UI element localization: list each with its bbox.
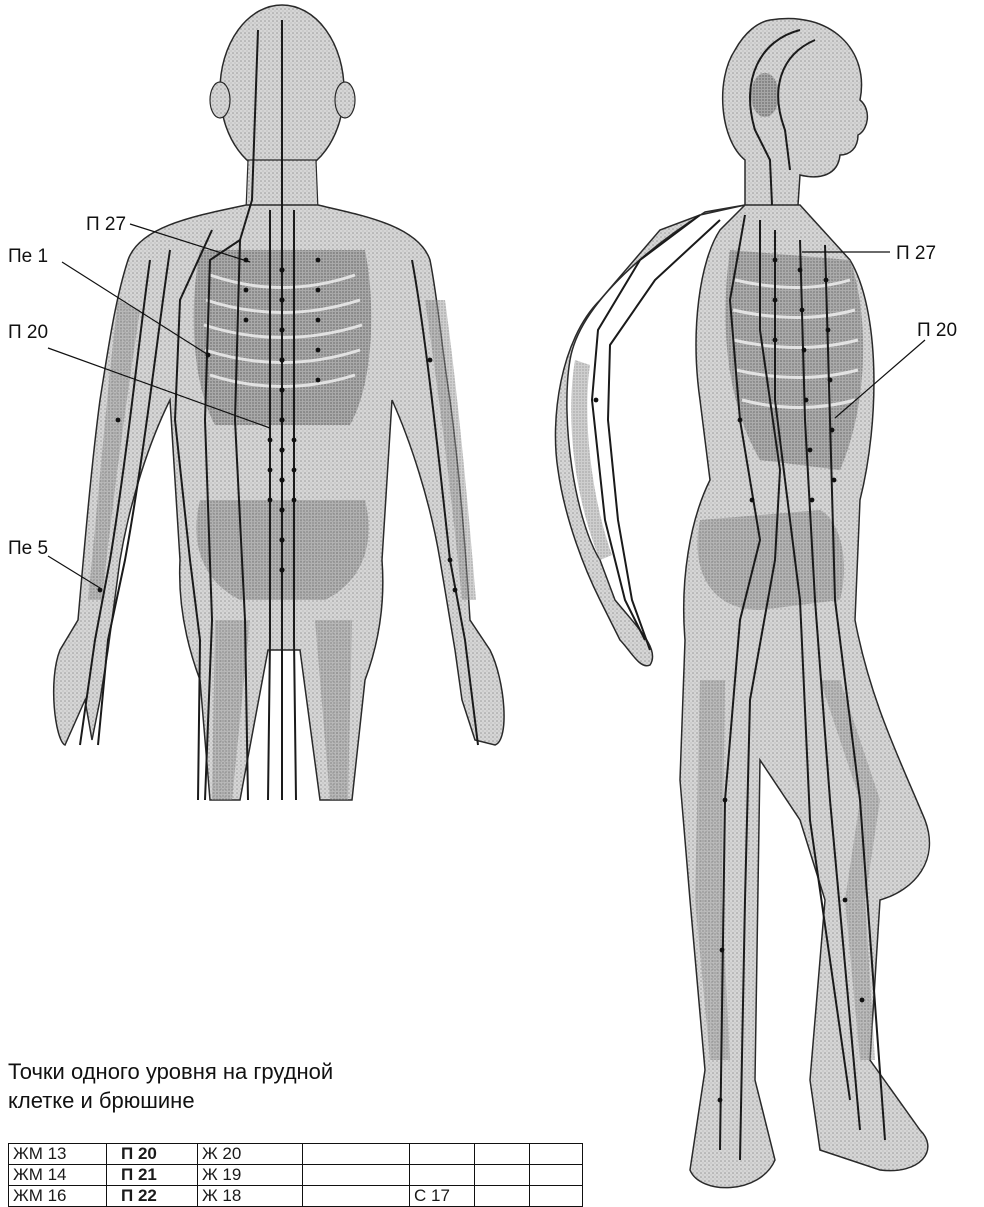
table-row: ЖМ 16 П 22 Ж 18 С 17 — [9, 1186, 583, 1207]
side-body-figure — [555, 18, 929, 1187]
table-cell — [475, 1186, 530, 1207]
front-body-figure — [54, 5, 504, 800]
table-cell: С 17 — [410, 1186, 475, 1207]
figure-caption: Точки одного уровня на грудной клетке и … — [8, 1057, 448, 1115]
table-cell — [303, 1186, 410, 1207]
table-cell — [303, 1144, 410, 1165]
table-cell — [475, 1165, 530, 1186]
label-front-pe5: Пе 5 — [8, 538, 48, 559]
table-cell — [303, 1165, 410, 1186]
table-cell — [410, 1144, 475, 1165]
caption-line-2: клетке и брюшине — [8, 1086, 448, 1115]
table-cell: П 21 — [107, 1165, 198, 1186]
label-side-p20: П 20 — [917, 320, 957, 341]
label-front-p20: П 20 — [8, 322, 48, 343]
table-cell — [410, 1165, 475, 1186]
label-front-pe1: Пе 1 — [8, 246, 48, 267]
table-cell — [530, 1186, 583, 1207]
table-cell: Ж 19 — [198, 1165, 303, 1186]
point-level-table: ЖМ 13 П 20 Ж 20 ЖМ 14 П 21 Ж 19 ЖМ 16 П … — [8, 1143, 583, 1207]
table-row: ЖМ 13 П 20 Ж 20 — [9, 1144, 583, 1165]
label-side-p27: П 27 — [896, 243, 936, 264]
table-cell: Ж 18 — [198, 1186, 303, 1207]
table-row: ЖМ 14 П 21 Ж 19 — [9, 1165, 583, 1186]
table-cell: ЖМ 13 — [9, 1144, 107, 1165]
table-cell — [530, 1165, 583, 1186]
label-front-p27: П 27 — [86, 214, 126, 235]
table-cell: Ж 20 — [198, 1144, 303, 1165]
table-cell: ЖМ 16 — [9, 1186, 107, 1207]
caption-line-1: Точки одного уровня на грудной — [8, 1057, 448, 1086]
table-cell: П 20 — [107, 1144, 198, 1165]
table-cell: ЖМ 14 — [9, 1165, 107, 1186]
table-cell: П 22 — [107, 1186, 198, 1207]
table-cell — [475, 1144, 530, 1165]
table-cell — [530, 1144, 583, 1165]
